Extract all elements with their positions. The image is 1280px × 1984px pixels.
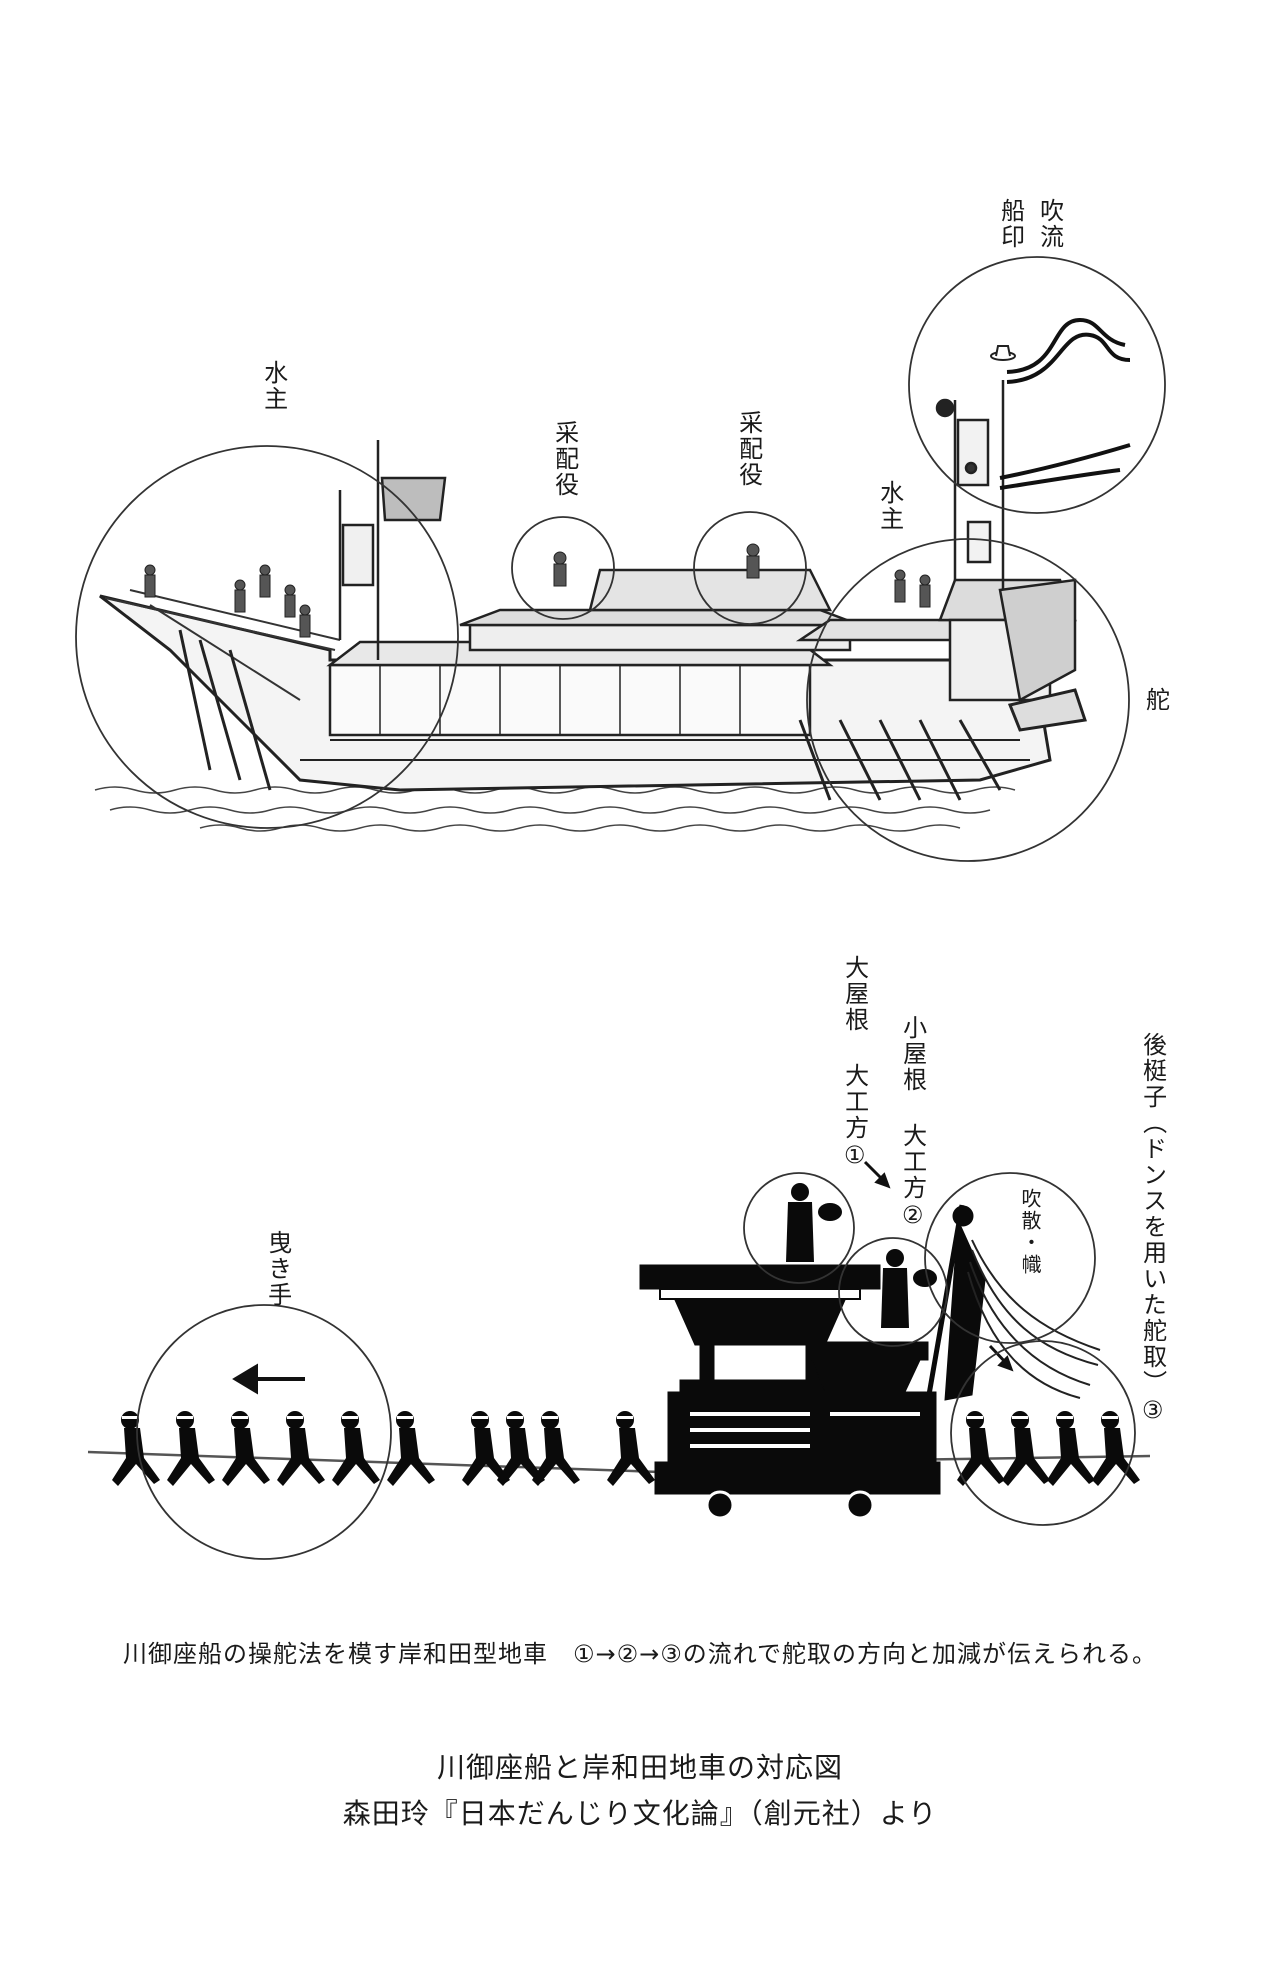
puller-figure	[532, 1411, 580, 1486]
puller-figure	[1002, 1411, 1050, 1486]
circle-saihai-right	[693, 511, 807, 625]
label-koyane: 小屋根 大工方②	[898, 1015, 927, 1231]
flow-arrows	[863, 1160, 1014, 1372]
circle-hikite	[136, 1304, 392, 1560]
stern-banner	[935, 380, 1005, 590]
boat-cabin	[326, 568, 994, 737]
label-suishu-bow: 水主	[259, 360, 288, 412]
label-ushirotekoko: 後梃子（ドンスを用いた舵取）③	[1138, 1032, 1167, 1426]
puller-figure	[462, 1411, 510, 1486]
highlight-circles-bottom	[136, 1172, 1136, 1560]
label-suishu-stern: 水主	[875, 480, 904, 532]
fukinagashi-streamer	[999, 317, 1131, 490]
puller-figure	[1047, 1411, 1095, 1486]
direction-arrow	[232, 1363, 305, 1395]
puller-figure	[167, 1411, 215, 1486]
puller-figure	[1092, 1411, 1140, 1486]
circle-suishu-bow	[75, 445, 459, 829]
streamer-cloth	[967, 1239, 1101, 1399]
pullers-group	[112, 1183, 1140, 1486]
circle-koyane	[838, 1237, 948, 1347]
puller-figure	[112, 1411, 160, 1486]
label-hikite: 曳き手	[263, 1230, 292, 1308]
oars	[178, 629, 1002, 801]
figure-source: 森田玲『日本だんじり文化論』（創元社）より	[342, 1797, 938, 1830]
puller-figure	[332, 1411, 380, 1486]
danjiri-cart	[639, 1204, 986, 1520]
highlight-circles-top	[75, 256, 1166, 862]
puller-figure	[387, 1411, 435, 1486]
puller-figure	[222, 1411, 270, 1486]
hat-emblem	[990, 345, 1016, 361]
rudder	[1007, 688, 1087, 732]
bow-banner	[338, 440, 447, 660]
figure-caption: 川御座船の操舵法を模す岸和田型地車 ①→②→③の流れで舵取の方向と加減が伝えられ…	[122, 1640, 1158, 1668]
circle-saihai-left	[511, 516, 615, 620]
daikukata-figure	[881, 1249, 937, 1328]
label-funajirushi: 船印	[996, 198, 1025, 250]
water-waves	[94, 786, 1016, 832]
crew-figures	[144, 543, 931, 638]
circle-oyane	[743, 1172, 855, 1284]
label-fukichiri: 吹散・幟	[1018, 1188, 1042, 1276]
label-fukinagashi: 吹流	[1035, 198, 1064, 250]
circle-ushirotekoko	[950, 1340, 1136, 1526]
circle-suishu-stern	[806, 538, 1130, 862]
puller-figure	[277, 1411, 325, 1486]
daikukata-figure	[786, 1183, 842, 1262]
figure-title: 川御座船と岸和田地車の対応図	[436, 1751, 843, 1784]
puller-figure	[607, 1411, 655, 1486]
stern-castle	[938, 578, 1077, 702]
label-saihai-left: 采配役	[550, 420, 579, 498]
label-oyane: 大屋根 大工方①	[840, 955, 869, 1171]
puller-figure	[497, 1411, 545, 1486]
label-saihai-right: 采配役	[734, 410, 763, 488]
circle-fukichiri	[924, 1172, 1096, 1344]
circle-funajirushi	[908, 256, 1166, 514]
label-kaji: 舵	[1146, 686, 1170, 714]
puller-figure	[957, 1411, 1005, 1486]
